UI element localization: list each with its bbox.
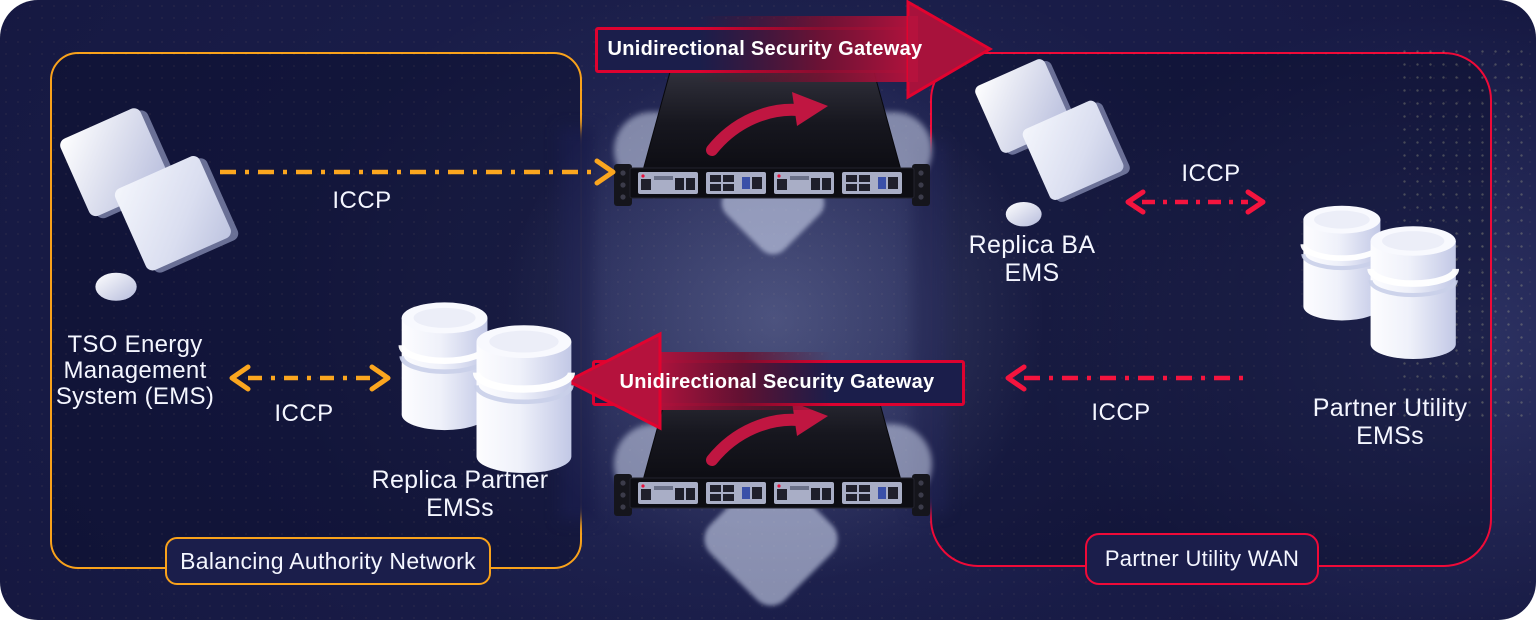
node-label-line: System (EMS) <box>55 383 215 410</box>
database-cylinders-icon <box>1300 205 1460 359</box>
iccp-link-label: ICCP <box>274 400 334 427</box>
node-label-line: EMS <box>1004 259 1060 287</box>
node-label-line: Partner Utility <box>1312 394 1468 422</box>
iccp-link-label: ICCP <box>1181 160 1241 187</box>
node-label-partner-utility-emss: Partner Utility EMSs <box>1280 394 1500 450</box>
database-cylinders-icon <box>398 302 576 473</box>
workstation-monitors-icon <box>60 108 239 301</box>
node-label-line: EMSs <box>426 494 494 522</box>
node-label-line: Replica BA <box>968 231 1096 259</box>
iccp-link-label: ICCP <box>332 187 392 214</box>
node-label-line: Replica Partner <box>371 466 549 494</box>
node-label-line: Management <box>63 357 207 384</box>
gateway-label-middle: Unidirectional Security Gateway <box>619 370 935 393</box>
iccp-link-label: ICCP <box>1091 399 1151 426</box>
red-swoosh-icon <box>706 413 804 466</box>
node-label-line: EMSs <box>1356 422 1424 450</box>
zone-badge-balancing-authority-network: Balancing Authority Network <box>165 537 491 585</box>
zone-badge-partner-utility-wan: Partner Utility WAN <box>1085 533 1319 585</box>
gateway-appliance-top <box>614 71 930 206</box>
node-label-tso-ems: TSO Energy Management System (EMS) <box>25 332 245 410</box>
node-label-replica-partner-emss: Replica Partner EMSs <box>350 466 570 522</box>
workstation-monitors-icon <box>975 59 1130 227</box>
node-label-line: TSO Energy <box>67 331 203 358</box>
node-label-replica-ba-ems: Replica BA EMS <box>922 231 1142 287</box>
red-swoosh-icon <box>706 103 804 156</box>
gateway-label-top: Unidirectional Security Gateway <box>607 37 923 60</box>
